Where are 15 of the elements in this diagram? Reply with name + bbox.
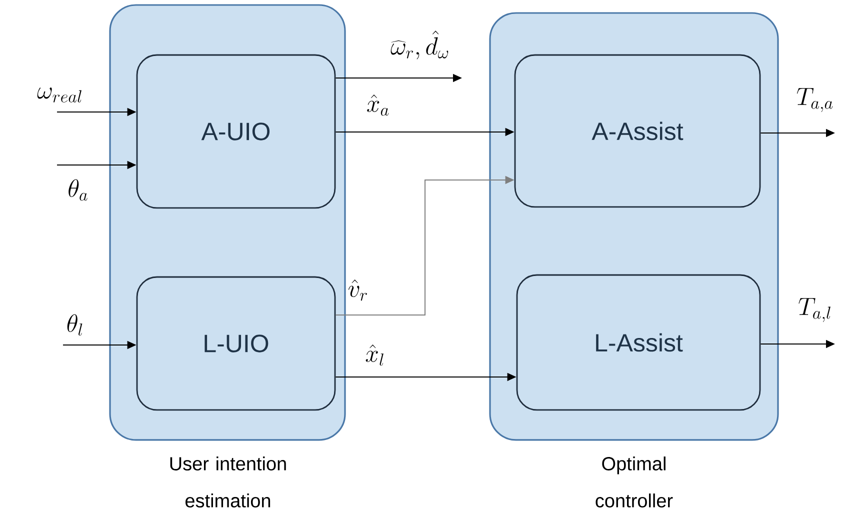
edge-label: $\hat{v}_r$ bbox=[348, 280, 367, 301]
edge-label: $\hat{x}_a$ bbox=[367, 94, 389, 116]
edge-label: $\theta_l$ bbox=[67, 314, 82, 336]
edge-label: $T_{a,a}$ bbox=[796, 88, 833, 112]
node-label: Optimal controller bbox=[596, 456, 673, 508]
edge-label: $T_{a,l}$ bbox=[798, 298, 830, 322]
process-box: A-Assist bbox=[514, 54, 761, 208]
edge-label: $\omega_{real}$ bbox=[37, 87, 82, 102]
edge-label: $\hat{x}_l$ bbox=[366, 344, 384, 366]
node-label: User intention estimation bbox=[170, 456, 286, 508]
edge-label: $\widehat{\omega}_r, \hat{d}_\omega$ bbox=[390, 30, 448, 60]
process-box: A-UIO bbox=[136, 54, 336, 209]
edge-label: $\theta_a$ bbox=[68, 179, 88, 201]
process-box: L-UIO bbox=[136, 276, 336, 411]
process-box: L-Assist bbox=[516, 274, 761, 411]
